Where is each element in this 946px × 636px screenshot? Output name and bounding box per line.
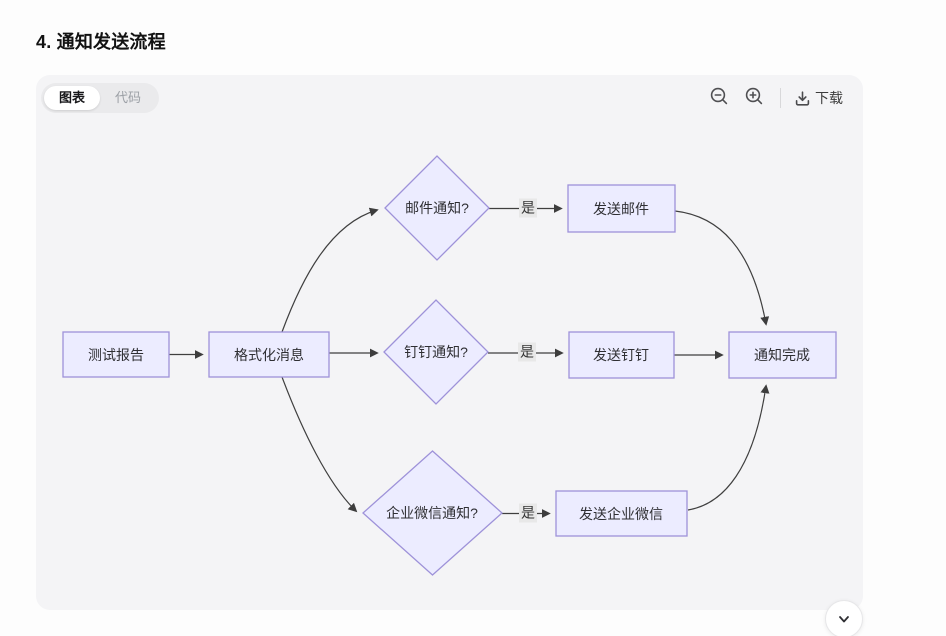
- edge-label-yes-dingtalk: 是: [518, 342, 536, 362]
- node-send-wecom: 发送企业微信: [579, 506, 663, 522]
- node-dingtalk-decision: 钉钉通知?: [404, 344, 468, 360]
- scroll-down-button[interactable]: [825, 600, 863, 636]
- edge-label-yes-email: 是: [519, 198, 537, 218]
- zoom-out-button[interactable]: [707, 84, 732, 112]
- node-wecom-decision: 企业微信通知?: [386, 505, 478, 521]
- node-send-email: 发送邮件: [593, 201, 649, 217]
- view-tab-group: 图表 代码: [41, 83, 160, 113]
- node-test-report: 测试报告: [88, 347, 144, 363]
- download-label: 下载: [815, 90, 843, 106]
- diagram-toolbar: 下载: [707, 84, 843, 112]
- node-format-message: 格式化消息: [234, 347, 304, 363]
- page-title: 4. 通知发送流程: [36, 32, 166, 52]
- node-send-dingtalk: 发送钉钉: [593, 347, 649, 363]
- node-email-decision: 邮件通知?: [405, 200, 469, 216]
- zoom-out-icon: [709, 86, 730, 110]
- chevron-down-icon: [836, 611, 852, 627]
- tab-code[interactable]: 代码: [100, 86, 156, 110]
- tab-chart[interactable]: 图表: [44, 86, 101, 110]
- toolbar-divider: [780, 88, 781, 108]
- zoom-in-button[interactable]: [742, 84, 767, 112]
- download-button[interactable]: 下载: [794, 86, 843, 110]
- zoom-in-icon: [744, 86, 765, 110]
- download-icon: [794, 90, 811, 107]
- node-done: 通知完成: [754, 347, 810, 363]
- edge-label-yes-wecom: 是: [519, 503, 537, 523]
